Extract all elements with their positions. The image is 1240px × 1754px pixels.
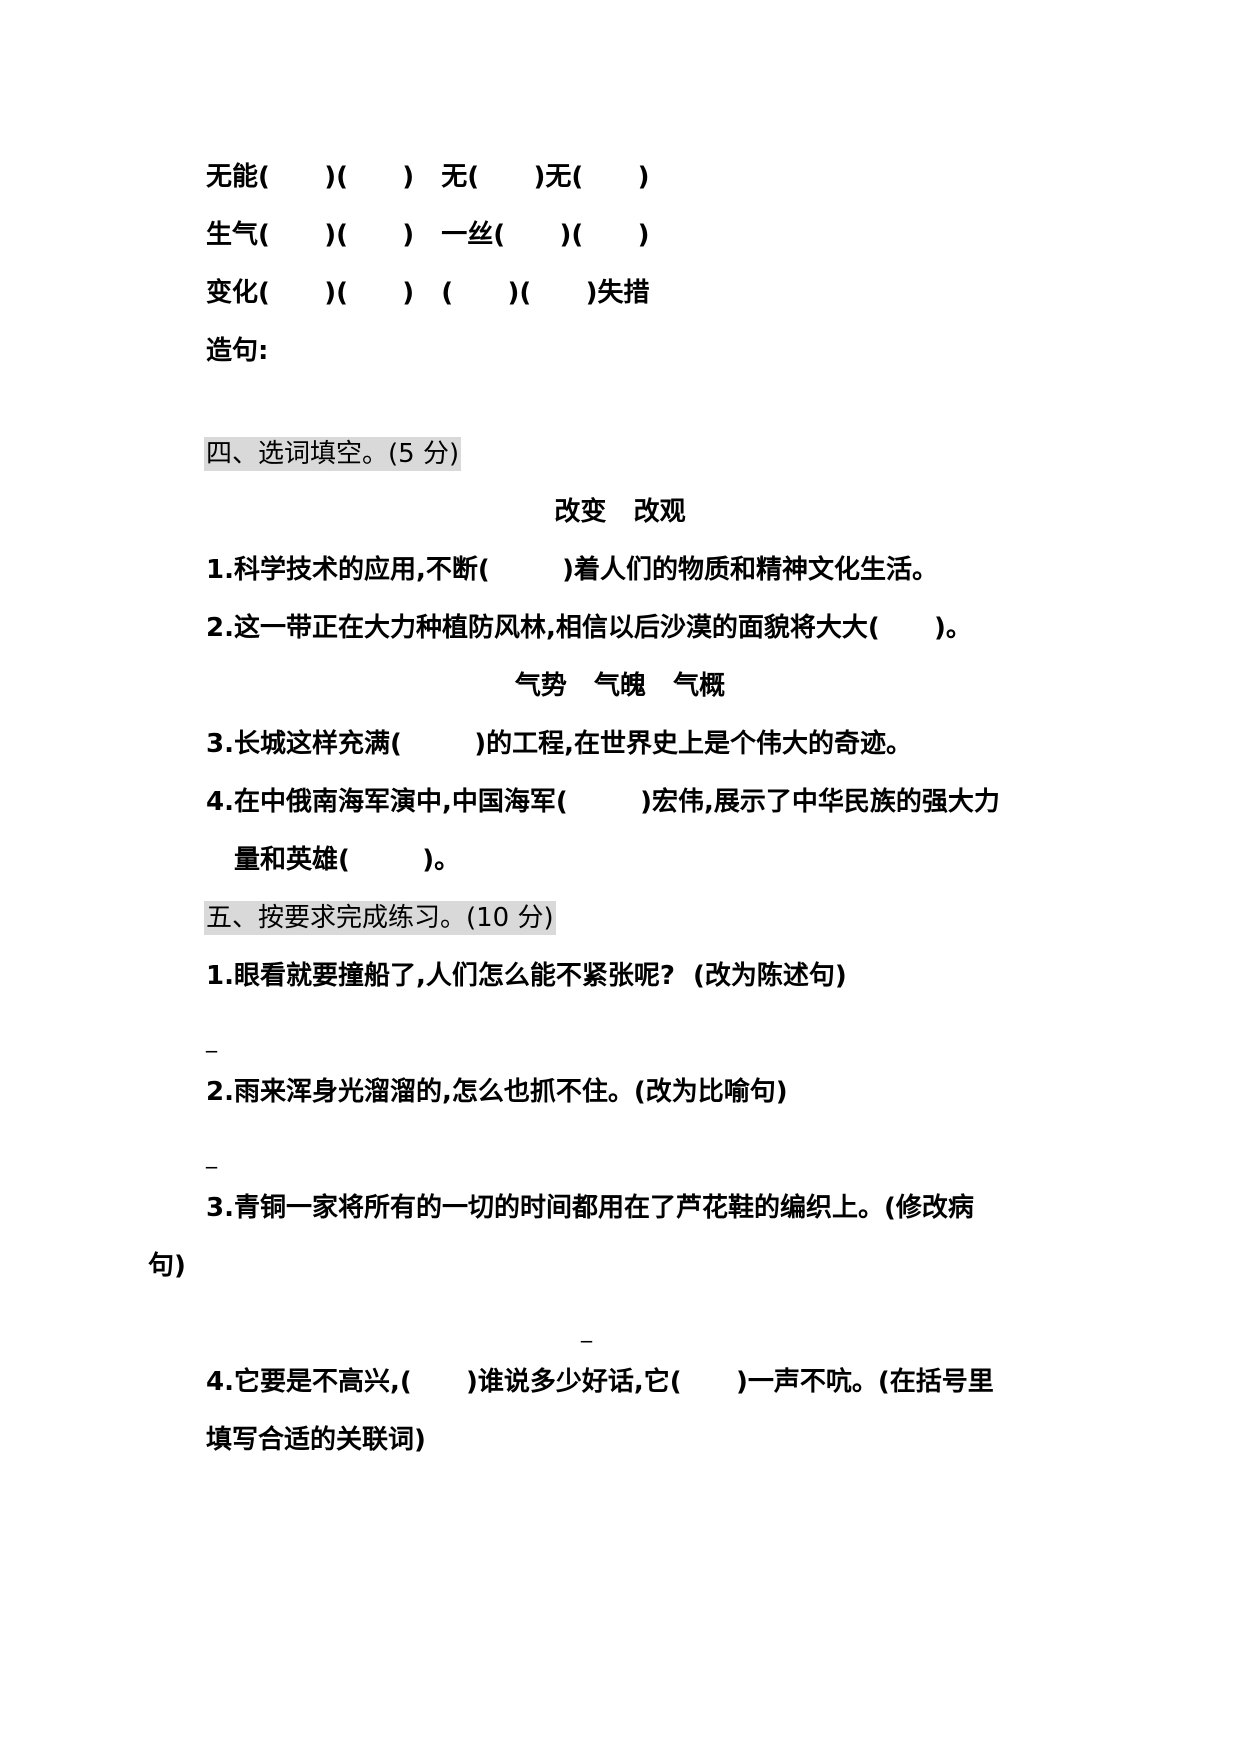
section-4-question-4-line-2: 量和英雄( )。 [234,845,461,875]
word-group-1: 改变 改观 [554,497,686,527]
section-4-question-3: 3.长城这样充满( )的工程,在世界史上是个伟大的奇迹。 [206,729,913,759]
make-sentence-label: 造句: [206,336,269,366]
section-5-question-1: 1.眼看就要撞船了,人们怎么能不紧张呢? (改为陈述句) [206,961,847,991]
answer-blank-3[interactable]: _ [581,1318,592,1343]
section-5-question-3-line-1: 3.青铜一家将所有的一切的时间都用在了芦花鞋的编织上。(修改病 [206,1193,974,1223]
section-5-question-3-line-2: 句) [148,1251,186,1281]
answer-blank-1[interactable]: _ [206,1028,217,1053]
answer-blank-2[interactable]: _ [206,1144,217,1169]
section-4-question-2: 2.这一带正在大力种植防风林,相信以后沙漠的面貌将大大( )。 [206,613,972,643]
idiom-row-1: 无能( )( ) 无( )无( ) [206,162,650,192]
section-5-question-4-line-2: 填写合适的关联词) [206,1425,426,1455]
word-group-2: 气势 气魄 气概 [514,671,726,701]
section-4-question-1: 1.科学技术的应用,不断( )着人们的物质和精神文化生活。 [206,555,939,585]
section-5-question-2: 2.雨来浑身光溜溜的,怎么也抓不住。(改为比喻句) [206,1077,788,1107]
section-5-heading: 五、按要求完成练习。(10 分) [204,901,556,935]
section-5-question-4-line-1: 4.它要是不高兴,( )谁说多少好话,它( )一声不吭。(在括号里 [206,1367,994,1397]
idiom-row-2: 生气( )( ) 一丝( )( ) [206,220,650,250]
section-4-question-4-line-1: 4.在中俄南海军演中,中国海军( )宏伟,展示了中华民族的强大力 [206,787,1000,817]
section-4-heading: 四、选词填空。(5 分) [204,437,462,471]
idiom-row-3: 变化( )( ) ( )( )失措 [206,278,650,308]
